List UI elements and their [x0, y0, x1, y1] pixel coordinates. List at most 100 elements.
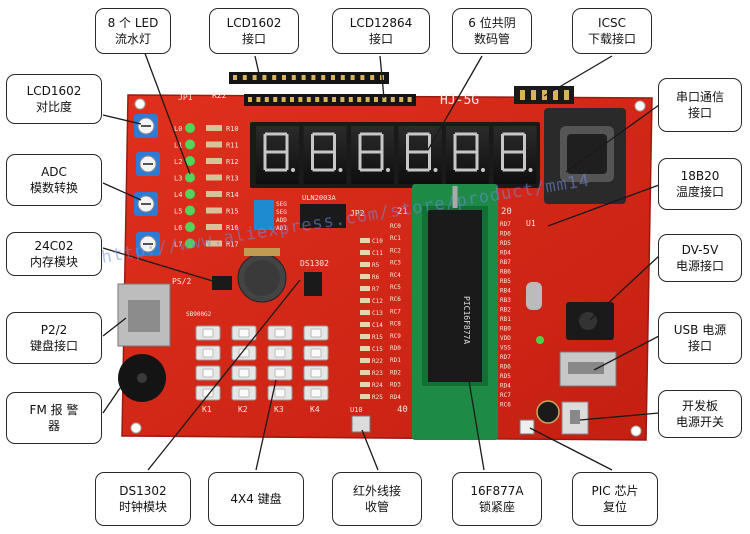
callout-lcd1602: LCD1602 接口 — [209, 8, 299, 54]
buzzer — [118, 354, 166, 402]
led — [185, 123, 195, 133]
svg-text:K2: K2 — [238, 405, 248, 414]
callout-icsc: ICSC 下载接口 — [572, 8, 652, 54]
svg-text:R10: R10 — [226, 125, 239, 133]
resistor — [206, 224, 222, 230]
svg-text:ADD: ADD — [276, 217, 287, 224]
svg-text:C11: C11 — [372, 250, 383, 257]
icsp-header — [514, 86, 574, 104]
ps2-port: PS/2 — [117, 277, 191, 347]
svg-text:RC7: RC7 — [500, 392, 511, 399]
svg-text:JP1: JP1 — [178, 93, 193, 102]
svg-text:RD3: RD3 — [390, 382, 401, 389]
svg-text:R7: R7 — [372, 286, 380, 293]
led — [185, 238, 195, 249]
seven-seg-digit — [493, 126, 537, 184]
callout-buzzer: FM 报 警 器 — [6, 392, 102, 444]
keypad-4x4 — [195, 325, 329, 401]
led — [185, 139, 195, 150]
svg-text:RC2: RC2 — [390, 247, 401, 254]
seven-seg-digit — [446, 126, 489, 184]
callout-ds1302: DS1302 时钟模块 — [95, 472, 191, 526]
svg-text:RD4: RD4 — [500, 250, 511, 257]
leader-lines — [102, 47, 660, 471]
svg-text:L2: L2 — [174, 158, 182, 166]
svg-text:R6: R6 — [372, 274, 380, 281]
led — [185, 222, 195, 232]
lcd1602-header — [229, 72, 389, 84]
callout-reset: PIC 芯片 复位 — [572, 472, 658, 526]
seven-seg-digit — [398, 126, 442, 184]
callout-ir: 红外线接 收管 — [332, 472, 422, 526]
callout-lcd12864: LCD12864 接口 — [332, 8, 430, 54]
svg-text:R22: R22 — [372, 358, 383, 365]
svg-text:PS/2: PS/2 — [172, 277, 191, 286]
svg-text:RB0: RB0 — [500, 326, 511, 333]
svg-text:RD4: RD4 — [390, 394, 401, 401]
svg-text:R11: R11 — [226, 142, 239, 150]
svg-text:VSS: VSS — [500, 345, 511, 352]
svg-text:R23: R23 — [372, 370, 383, 377]
svg-text:RD4: RD4 — [500, 383, 511, 390]
svg-text:RB1: RB1 — [500, 316, 511, 323]
svg-text:VDD: VDD — [500, 335, 511, 342]
svg-text:RB3: RB3 — [500, 297, 511, 304]
reset-button — [519, 419, 535, 435]
callout-eeprom: 24C02 内存模块 — [6, 232, 102, 276]
svg-text:RD2: RD2 — [390, 369, 401, 376]
svg-text:RB2: RB2 — [500, 307, 511, 314]
uln-ic: ULN2003A — [300, 194, 346, 228]
svg-text:RC7: RC7 — [390, 308, 401, 315]
svg-text:C12: C12 — [372, 298, 383, 305]
callout-power: DV-5V 电源接口 — [658, 234, 742, 282]
svg-text:R24: R24 — [372, 382, 383, 389]
led — [185, 189, 195, 199]
callout-keypad: 4X4 键盘 — [208, 472, 304, 526]
callout-adc: ADC 模数转换 — [6, 154, 102, 206]
callout-zif: 16F877A 锁紧座 — [452, 472, 542, 526]
zif-socket: PIC16F877A — [412, 184, 498, 440]
svg-text:R25: R25 — [372, 394, 383, 401]
svg-text:L4: L4 — [174, 191, 182, 199]
seven-seg-digit — [256, 126, 299, 184]
usb-port — [559, 351, 617, 387]
svg-text:RD6: RD6 — [500, 231, 511, 238]
svg-text:L6: L6 — [174, 224, 182, 232]
led — [185, 205, 195, 216]
svg-text:U1: U1 — [526, 219, 536, 228]
svg-text:40: 40 — [397, 405, 408, 415]
svg-text:R14: R14 — [226, 191, 239, 199]
seven-seg-digit — [351, 126, 394, 184]
svg-text:K4: K4 — [310, 405, 320, 414]
capacitor — [536, 400, 560, 424]
callout-temp: 18B20 温度接口 — [658, 158, 742, 210]
svg-text:R5: R5 — [372, 262, 380, 269]
svg-text:RD5: RD5 — [500, 373, 511, 380]
callout-contrast: LCD1602 对比度 — [6, 74, 102, 124]
led — [185, 156, 195, 166]
svg-text:R15: R15 — [372, 334, 383, 341]
led — [185, 172, 195, 183]
svg-text:RC3: RC3 — [390, 260, 401, 267]
ir-receiver: U10 — [350, 406, 371, 433]
svg-text:RB6: RB6 — [500, 269, 511, 276]
svg-text:RD6: RD6 — [500, 364, 511, 371]
svg-text:R16: R16 — [226, 224, 239, 232]
svg-text:SEG: SEG — [276, 201, 287, 208]
callout-usb: USB 电源 接口 — [658, 312, 742, 364]
resistor — [206, 141, 222, 148]
svg-text:RC9: RC9 — [390, 333, 401, 340]
callout-seg: 6 位共阴 数码管 — [452, 8, 532, 54]
svg-text:20: 20 — [501, 207, 512, 217]
svg-text:R13: R13 — [226, 175, 239, 183]
svg-text:C14: C14 — [372, 322, 383, 329]
svg-text:C13: C13 — [372, 310, 383, 317]
svg-text:PIC16F877A: PIC16F877A — [462, 296, 471, 344]
green-led — [536, 336, 544, 344]
svg-text:RC4: RC4 — [390, 272, 401, 279]
svg-text:JP2: JP2 — [350, 209, 365, 218]
